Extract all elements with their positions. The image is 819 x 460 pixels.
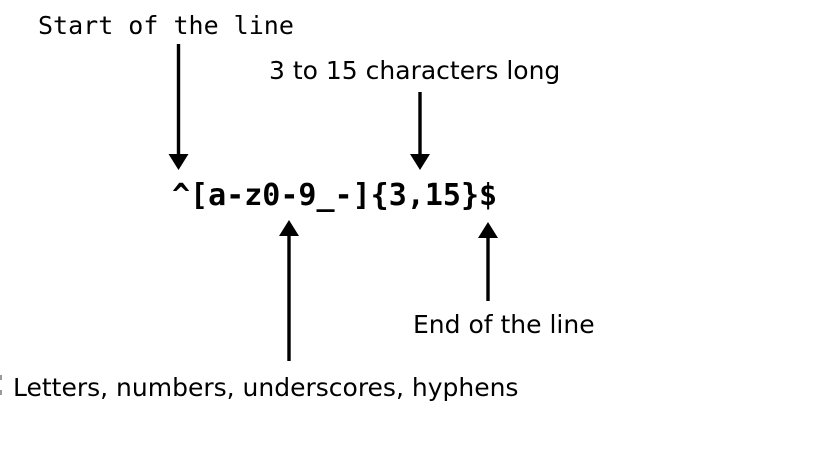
annotation-character-class: Letters, numbers, underscores, hyphens: [13, 373, 519, 402]
annotation-start-of-line: Start of the line: [38, 11, 294, 40]
arrow-length-icon: [410, 92, 430, 170]
arrow-charclass-icon: [279, 220, 299, 361]
annotation-end-of-line: End of the line: [413, 310, 595, 339]
left-edge-crop-artifact: [0, 390, 2, 395]
arrow-end-of-line-icon: [478, 222, 498, 301]
annotation-length: 3 to 15 characters long: [269, 56, 561, 85]
arrow-start-of-line-icon: [168, 44, 189, 170]
regex-pattern-text: ^[a-z0-9_-]{3,15}$: [172, 178, 498, 213]
left-edge-crop-artifact: [0, 375, 2, 380]
